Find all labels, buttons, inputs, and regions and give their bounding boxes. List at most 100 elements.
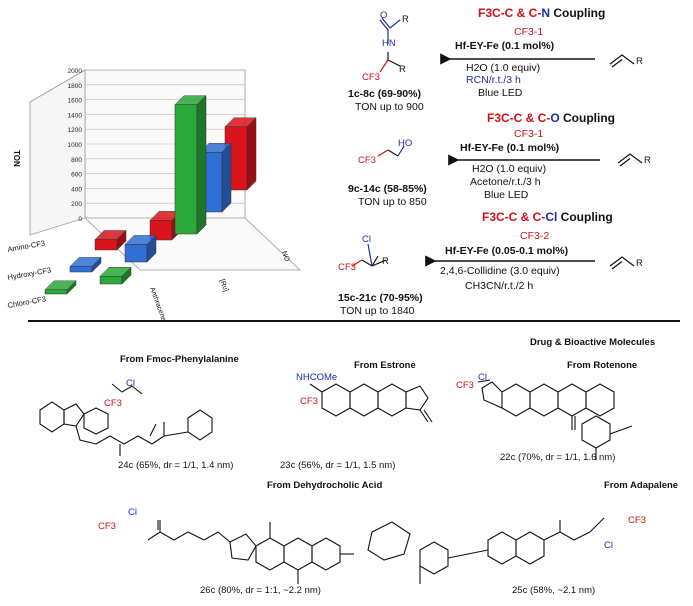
reaction-1-product-id: 1c-8c (69-90%) <box>348 88 421 100</box>
row-label: Hydroxy-CF3 <box>7 265 52 282</box>
heading-prefix: F3C-C & C- <box>487 111 551 125</box>
p3-cf3-label: CF3 <box>338 262 356 273</box>
category-label: Anthracene <box>148 286 167 322</box>
reaction-2-reagent: CF3-1 <box>514 128 544 140</box>
molecule-25c-source: From Adapalene <box>604 480 679 491</box>
molecule-24c-caption: 24c (65%, dr = 1/1, 1.4 nm) <box>118 460 234 471</box>
y-tick-label: 1600 <box>68 98 83 105</box>
row-label: Amino-CF3 <box>7 239 46 254</box>
p1-oxygen-label: O <box>380 10 388 21</box>
m24-cl-label: Cl <box>126 378 135 389</box>
y-axis-label: TON <box>12 150 21 167</box>
molecule-22c-caption: 22c (70%, dr = 1/1, 1.6 nm) <box>500 452 616 463</box>
heading-suffix: Coupling <box>550 6 606 20</box>
heading-prefix: F3C-C & C- <box>482 210 546 224</box>
alkene-3 <box>609 256 635 270</box>
drug-section-title: Drug & Bioactive Molecules <box>530 337 656 348</box>
heading-atom: N <box>541 6 550 20</box>
m24-cf3-label: CF3 <box>104 398 122 409</box>
molecule-23c-structure <box>309 383 433 423</box>
reaction-1-cond1: H2O (1.0 equiv) <box>466 62 541 74</box>
row-label: Chloro-CF3 <box>7 294 47 310</box>
m23-cf3-label: CF3 <box>300 396 318 407</box>
bar-1-1 <box>124 244 148 263</box>
molecule-25c-structure <box>367 517 605 584</box>
bioactive-molecules-drawing <box>39 379 633 584</box>
reaction-3-cond2: CH3CN/r.t./2 h <box>465 280 534 292</box>
p1-r-label: R <box>402 14 409 25</box>
p2-cf3-label: CF3 <box>358 155 376 166</box>
product-2-skeleton <box>377 145 405 157</box>
molecule-24c-source: From Fmoc-Phenylalanine <box>120 354 239 365</box>
molecule-26c-structure <box>147 520 354 584</box>
reaction-1-cond3: Blue LED <box>478 87 523 99</box>
bar-2-0-top <box>44 280 77 291</box>
m26-cf3-label: CF3 <box>98 521 116 532</box>
heading-suffix: Coupling <box>557 210 613 224</box>
chart-side-wall <box>29 69 86 236</box>
bar-2-2-side <box>196 95 207 235</box>
m26-cl-label: Cl <box>128 507 137 518</box>
y-tick-label: 2000 <box>68 68 83 75</box>
reaction-1-cond2: RCN/r.t./3 h <box>466 74 521 86</box>
product-1-skeleton <box>379 17 401 73</box>
bar-2-2-top <box>174 95 207 105</box>
reaction-schemes-drawing <box>351 17 643 270</box>
m25-cf3-label: CF3 <box>628 515 646 526</box>
section-divider <box>28 320 680 322</box>
alkene-3-r: R <box>636 258 643 269</box>
bar-0-2-top <box>224 117 257 127</box>
product-3-skeleton <box>351 243 387 267</box>
bar-2-2 <box>174 104 198 235</box>
reaction-1-reagent: CF3-1 <box>514 26 544 38</box>
bar-2-1-top <box>99 267 132 277</box>
bar-1-2-side <box>221 142 232 213</box>
molecule-23c-caption: 23c (56%, dr = 1/1, 1.5 nm) <box>280 460 396 471</box>
heading-atom: O <box>550 111 560 125</box>
reaction-1-heading: F3C-C & C-N Coupling <box>478 6 605 20</box>
y-tick-label: 200 <box>71 201 82 208</box>
alkene-2 <box>617 153 643 167</box>
p1-r2-label: R <box>399 64 406 75</box>
reaction-3-ton: TON up to 1840 <box>340 305 415 317</box>
p2-oh-label: HO <box>398 138 413 149</box>
category-label: NO <box>280 250 290 263</box>
p3-r-label: R <box>382 256 389 267</box>
reaction-2-cond1: H2O (1.0 equiv) <box>472 163 547 175</box>
reaction-1-catalyst: Hf-EY-Fe (0.1 mol%) <box>455 40 555 52</box>
reaction-1-ton: TON up to 900 <box>355 101 424 113</box>
m22-cf3-label: CF3 <box>456 380 474 391</box>
p1-cf3-label: CF3 <box>362 72 380 83</box>
reaction-3-catalyst: Hf-EY-Fe (0.05-0.1 mol%) <box>445 245 569 257</box>
reaction-3-product-id: 15c-21c (70-95%) <box>338 292 423 304</box>
reaction-3-reagent: CF3-2 <box>520 230 550 242</box>
reaction-2-cond3: Blue LED <box>484 189 529 201</box>
chart-bars <box>44 95 257 295</box>
m25-cl-label: Cl <box>604 540 613 551</box>
alkene-2-r: R <box>644 155 651 166</box>
y-tick-label: 1000 <box>68 142 83 149</box>
reaction-3-cond1: 2,4,6-Collidine (3.0 equiv) <box>440 265 560 277</box>
bar-2-1 <box>99 276 123 285</box>
reaction-2-cond2: Acetone/r.t./3 h <box>470 176 541 188</box>
reaction-2-product-id: 9c-14c (58-85%) <box>348 183 427 195</box>
molecule-24c-structure <box>39 383 213 456</box>
alkene-1 <box>609 54 635 68</box>
reaction-2-heading: F3C-C & C-O Coupling <box>487 111 615 125</box>
reaction-2-ton: TON up to 850 <box>358 196 427 208</box>
y-tick-label: 600 <box>71 172 82 179</box>
y-tick-label: 1400 <box>68 112 83 119</box>
bar-1-0 <box>69 266 93 273</box>
bar-1-0-top <box>69 257 102 267</box>
heading-prefix: F3C-C & C- <box>478 6 542 20</box>
reaction-3-heading: F3C-C & C-Cl Coupling <box>482 210 613 224</box>
y-tick-label: 1200 <box>68 127 83 134</box>
bar-1-1-top <box>124 235 157 245</box>
molecule-26c-caption: 26c (80%, dr = 1:1, ~2.2 nm) <box>200 585 321 596</box>
molecule-23c-source: From Estrone <box>354 360 416 371</box>
reaction-2-catalyst: Hf-EY-Fe (0.1 mol%) <box>460 142 560 154</box>
y-tick-label: 0 <box>78 216 82 223</box>
molecule-22c-source: From Rotenone <box>567 360 638 371</box>
bar-2-0 <box>44 289 68 295</box>
p1-nh-label: HN <box>382 38 396 49</box>
